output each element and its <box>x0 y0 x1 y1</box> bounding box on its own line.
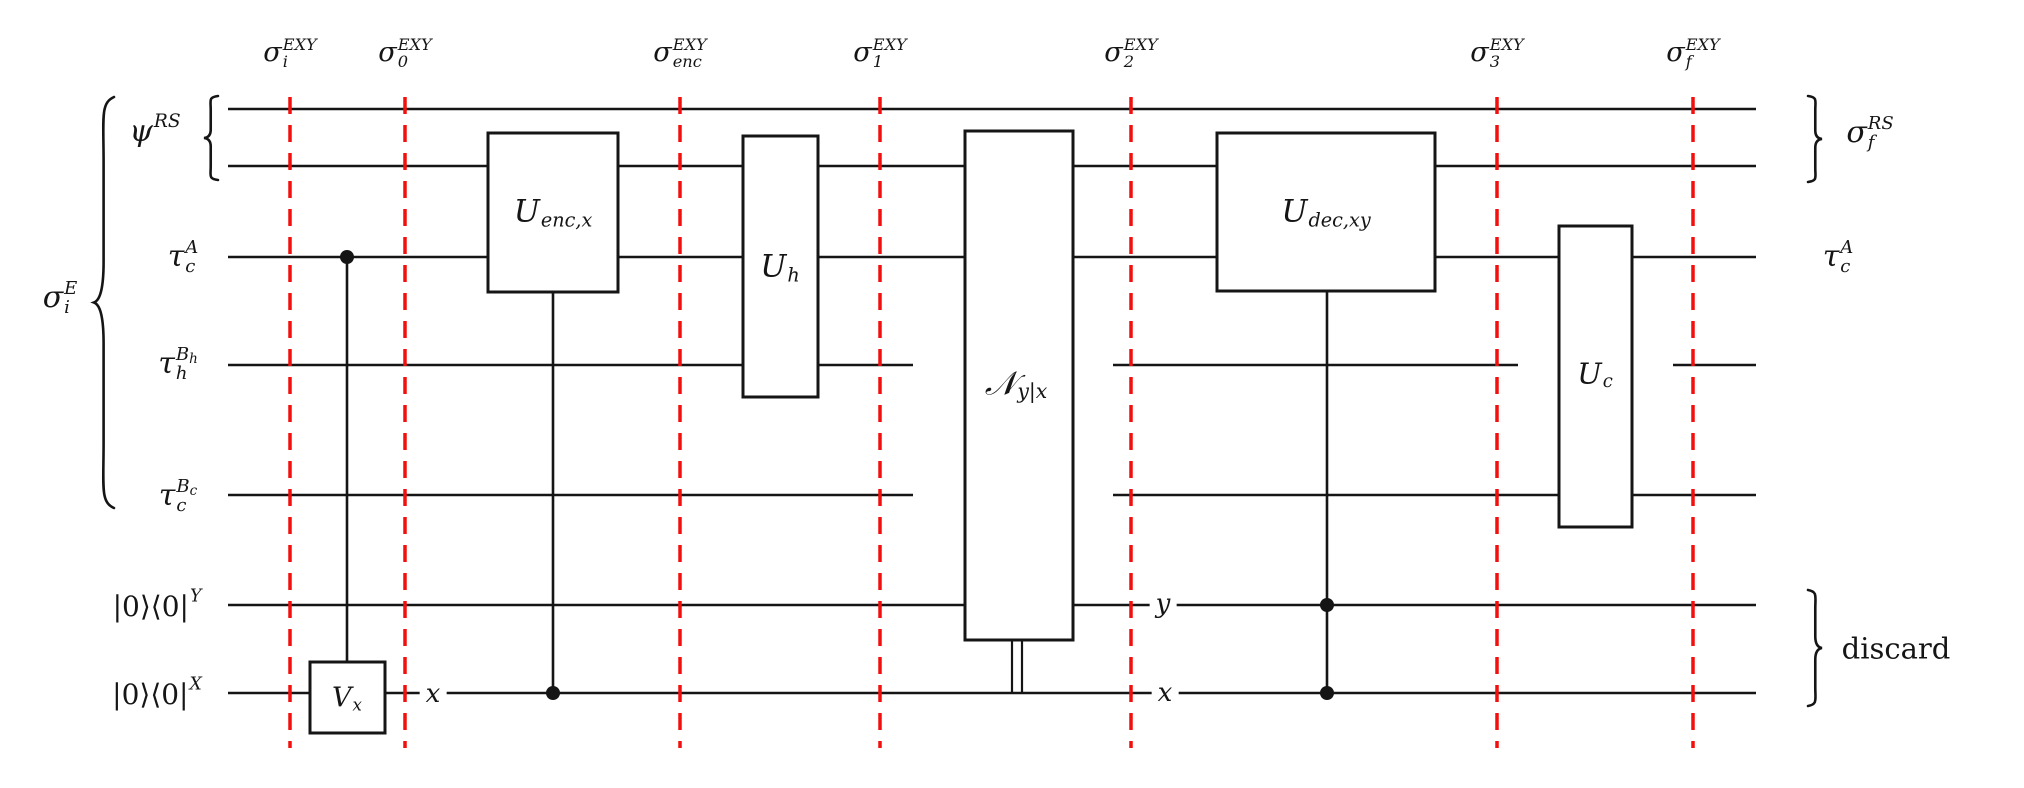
dot-x-enc <box>546 686 560 700</box>
dot-x-dec <box>1320 686 1334 700</box>
wire-label-y-after-n: y <box>1149 591 1177 617</box>
wire-label-x-after-vx: x <box>419 681 447 707</box>
gate-udec <box>1215 131 1437 293</box>
label-ket0-x: |0⟩⟨0|X <box>112 674 202 711</box>
brace-sigma-i <box>90 95 116 510</box>
dot-tau-a <box>340 250 354 264</box>
wire-label-x-after-n: x <box>1151 680 1179 706</box>
brace-psi <box>203 94 220 182</box>
gate-uh <box>741 134 820 399</box>
gate-n <box>963 129 1075 642</box>
gate-uenc <box>486 131 620 294</box>
brace-sigma-f <box>1806 94 1823 184</box>
label-discard: discard <box>1841 631 1951 666</box>
gate-uc <box>1557 224 1634 529</box>
label-ket0-y: |0⟩⟨0|Y <box>112 586 202 623</box>
dot-y-dec <box>1320 598 1334 612</box>
gate-vx <box>308 660 387 735</box>
brace-discard <box>1806 588 1823 708</box>
